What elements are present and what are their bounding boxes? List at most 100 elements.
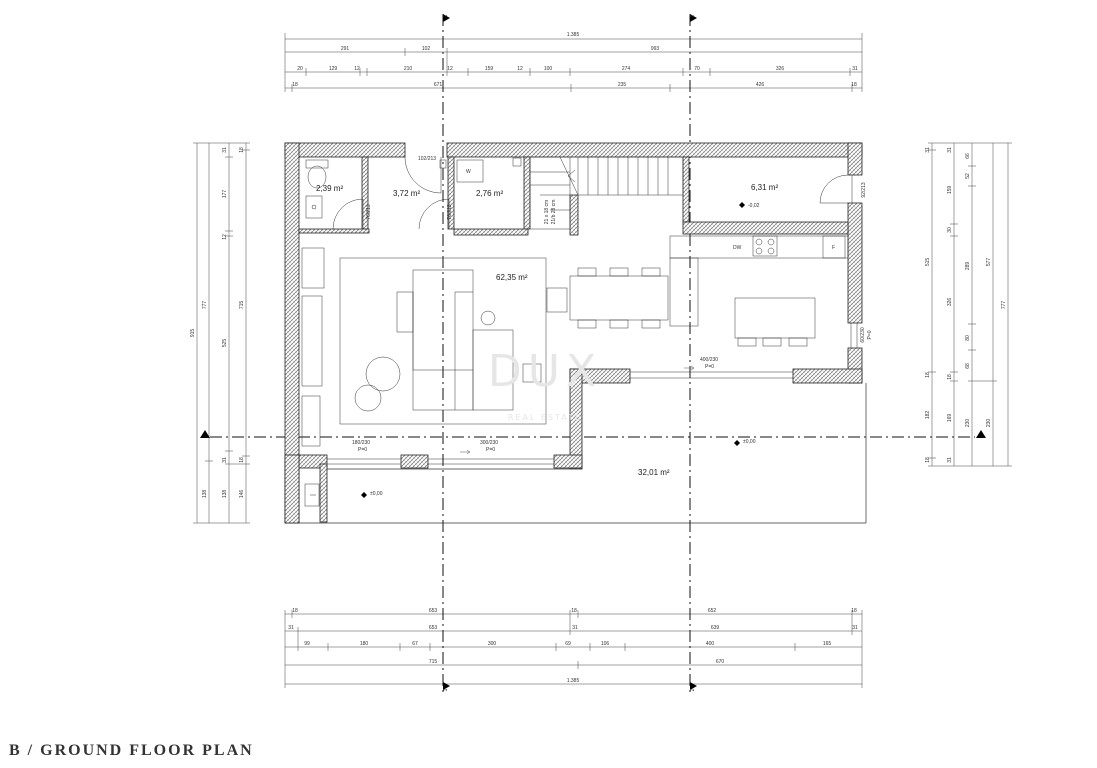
window-label: P=0 [705,364,714,370]
fridge-icon [822,235,846,259]
level-label: ±0,00 [743,439,756,445]
room-area-terrace: 32,01 m² [638,468,670,477]
window-label: P=0 [867,330,873,339]
section-flag-icon [443,682,450,690]
dim-label: 177 [222,190,228,199]
section-arrow-icon [200,430,210,438]
dim-label: 159 [485,66,494,72]
armchair [546,287,568,313]
dim-label: 18 [851,82,857,88]
stove-icon [752,235,778,257]
door-swings [332,156,849,230]
dim-label: 326 [947,298,953,307]
dim-label: 18 [292,82,298,88]
dim-label: 230 [965,419,971,428]
room-area-bath: 3,72 m² [393,189,420,198]
kitchen-counter [669,235,849,259]
dim-label: 106 [601,641,610,647]
dim-label: 20 [297,66,303,72]
dim-label: 274 [622,66,631,72]
watermark-logo: DUX [488,346,602,397]
plan-caption: B / GROUND FLOOR PLAN [9,742,254,759]
dim-label: 400 [706,641,715,647]
fixtures [301,157,849,507]
level-label: -0,02 [748,203,760,209]
dim-label: 169 [947,414,953,423]
side-table [480,310,496,326]
fridge-label: F [832,245,835,251]
dim-label: 18 [851,608,857,614]
bottom-dimension-lines [284,610,863,688]
window-label: 300/230 [480,440,498,446]
dim-label: 31 [572,625,578,631]
dim-label: 653 [429,608,438,614]
window-label: 400/230 [700,357,718,363]
dim-label: 18 [925,372,931,378]
sink-icon [305,195,323,219]
toilet-icon [305,159,329,169]
dim-label: 291 [341,46,350,52]
level-marker-icon [739,202,745,208]
dim-label: 31 [852,625,858,631]
room-labels: 2,39 m² 3,72 m² 2,76 m² 6,31 m² 62,35 m²… [316,169,778,477]
section-flag-icon [443,14,450,22]
dim-label: 993 [651,46,660,52]
section-flag-icon [690,14,697,22]
stair-label: 21 x 18 cm [544,200,550,224]
section-lines [210,14,975,694]
dim-label: 180 [360,641,369,647]
dim-label: 80 [965,335,971,341]
level-marker-icon [734,440,740,446]
section-arrow-icon [976,430,986,438]
left-dimension-lines [193,142,250,524]
dim-label: 525 [222,339,228,348]
dim-label: 715 [239,301,245,310]
window-label: 180/230 [352,440,370,446]
dim-top-total: 1.385 [567,32,580,38]
terrace-outline [299,383,867,524]
room-area-living: 62,35 m² [496,273,528,282]
washer-icon [456,159,484,183]
dim-label: 515 [925,258,931,267]
dim-label: 70 [694,66,700,72]
kitchen-island [734,297,816,339]
toilet-bowl-icon [307,165,327,189]
door-label: 92/213 [861,182,867,198]
dim-bottom-total: 1.385 [567,678,580,684]
dim-label: 146 [239,490,245,499]
dim-label: 12 [354,66,360,72]
dim-label: 67 [412,641,418,647]
dim-label: 31 [947,147,953,153]
door-label: 102/213 [418,156,436,162]
level-marker-icon [361,492,367,498]
dim-label: 18 [239,457,245,463]
coffee-table [365,356,401,392]
door-label: 76/213 [366,204,372,220]
window-label: P=0 [486,447,495,453]
dim-label: 99 [304,641,310,647]
top-dimension-labels: 1.385 291 102 993 20 129 12 210 12 159 1… [292,32,858,88]
room-area-right: 6,31 m² [751,183,778,192]
dim-label: 235 [618,82,627,88]
walls [284,142,863,524]
dim-label: 12 [517,66,523,72]
dim-label: 31 [222,147,228,153]
dim-label: 66 [965,153,971,159]
arrows [460,365,695,455]
dim-label: 102 [422,46,431,52]
dim-label: 18 [292,608,298,614]
dim-label: 100 [544,66,553,72]
dim-label: 326 [776,66,785,72]
right-dimension-labels: 31 515 18 182 18 31 159 30 326 18 169 31… [925,147,1007,463]
dim-label: 31 [852,66,858,72]
dim-label: 68 [965,363,971,369]
section-marker-label: 1 [443,14,449,17]
rug [339,257,547,425]
dim-label: 230 [986,419,992,428]
dim-label: 129 [329,66,338,72]
dim-label: 12 [447,66,453,72]
dim-label: 670 [716,659,725,665]
annotation-labels: 102/213 76/213 76/213 92/213 60/230 P=0 … [352,156,873,497]
dim-label: 138 [222,490,228,499]
